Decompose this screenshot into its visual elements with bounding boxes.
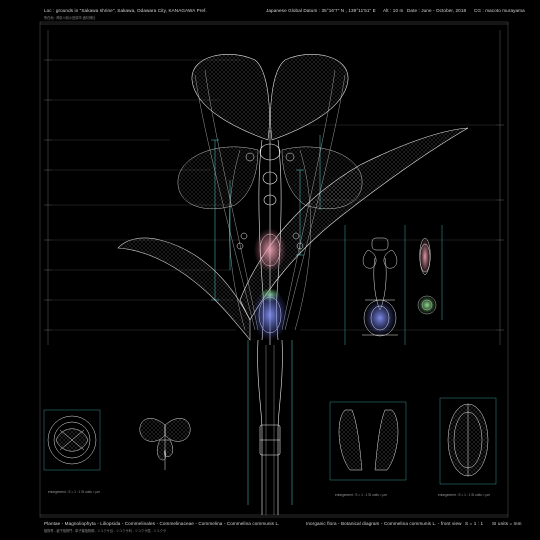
datum-label: Japanese Global Datum : 35°16'7" N , 139… (266, 8, 376, 13)
stem (257, 339, 283, 515)
location-label: Loc : grounds in "Sakawa shrine", Sakawa… (44, 8, 207, 13)
spathe-lines (194, 69, 346, 331)
detail-anther-top (362, 237, 398, 311)
blue-organ (252, 289, 288, 341)
detail-ovary (362, 299, 398, 337)
embryo-scale-label: enlargement : S = 1 : 1 SI units = μm (48, 490, 100, 494)
petal-scale-label: enlargement : S = 1 : 1 SI units = μm (335, 493, 387, 497)
upper-petal-right (270, 54, 349, 141)
specimen-petal-pair (329, 401, 407, 481)
pink-organ (254, 228, 286, 272)
credit-label: CG : macoto murayama (474, 8, 525, 13)
specimen-embryo (43, 409, 101, 471)
detail-seed-round (417, 295, 437, 315)
seed-scale-label: enlargement : S = 1 : 1 SI units = μm (438, 493, 490, 497)
detail-dimension-lines (344, 225, 443, 345)
upper-petal-left (191, 54, 270, 141)
location-sub-label: 所在地 : 神奈川県小田原市 酒匂神社 (44, 16, 96, 20)
left-ruler (44, 30, 52, 345)
specimen-seed (439, 397, 497, 485)
taxonomy-sub-label: 植物界 - 被子植物門 - 単子葉植物綱 - ツユクサ目 - ツユクサ科 - ツ… (44, 529, 167, 533)
altitude-label: Alt : 10 m (383, 8, 404, 13)
stamens (236, 152, 304, 250)
footer-scale: S = 1 : 1 (465, 521, 484, 526)
leaf-right (239, 127, 469, 321)
footer-units: SI units = mm (492, 521, 522, 526)
date-label: Date : June - October, 2018 (407, 8, 467, 13)
leaf-left (117, 237, 251, 341)
specimen-flower-small (139, 418, 191, 470)
detail-pistil (419, 237, 431, 276)
taxonomy-label: Plantae - Magnoliophyta - Liliopsida - C… (44, 521, 280, 526)
diagram-title: Inorganic flora - Botanical diagram - Co… (306, 521, 462, 526)
right-ruler (496, 30, 504, 345)
